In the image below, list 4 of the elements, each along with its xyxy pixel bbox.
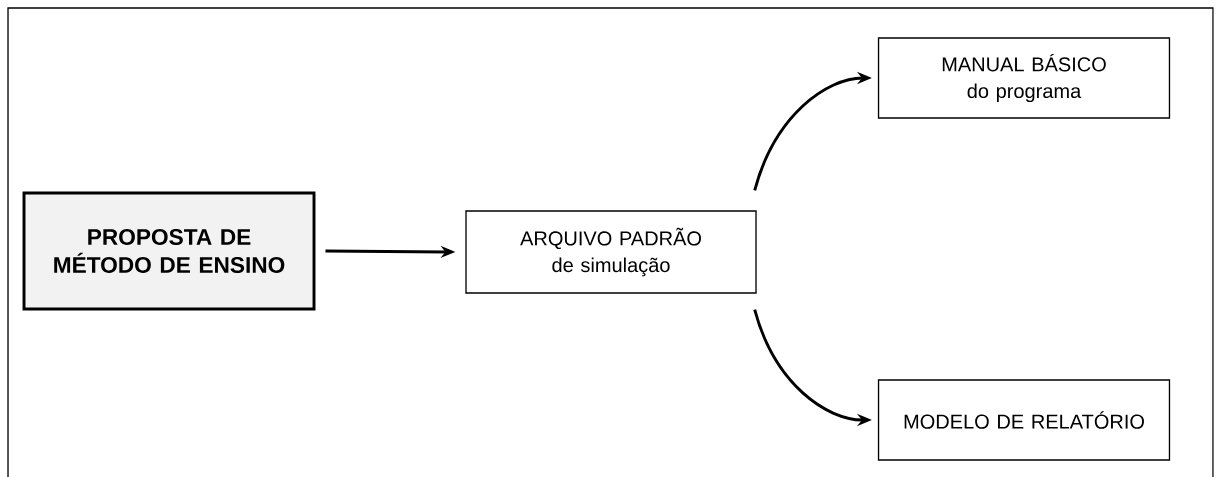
method-box: PROPOSTA DE MÉTODO DE ENSINO: [22, 191, 316, 311]
process-box: ARQUIVO PADRÃO de simulação: [465, 210, 757, 294]
process-box: MANUAL BÁSICO do programa: [877, 37, 1171, 119]
process-box: MODELO DE RELATÓRIO: [877, 379, 1171, 461]
